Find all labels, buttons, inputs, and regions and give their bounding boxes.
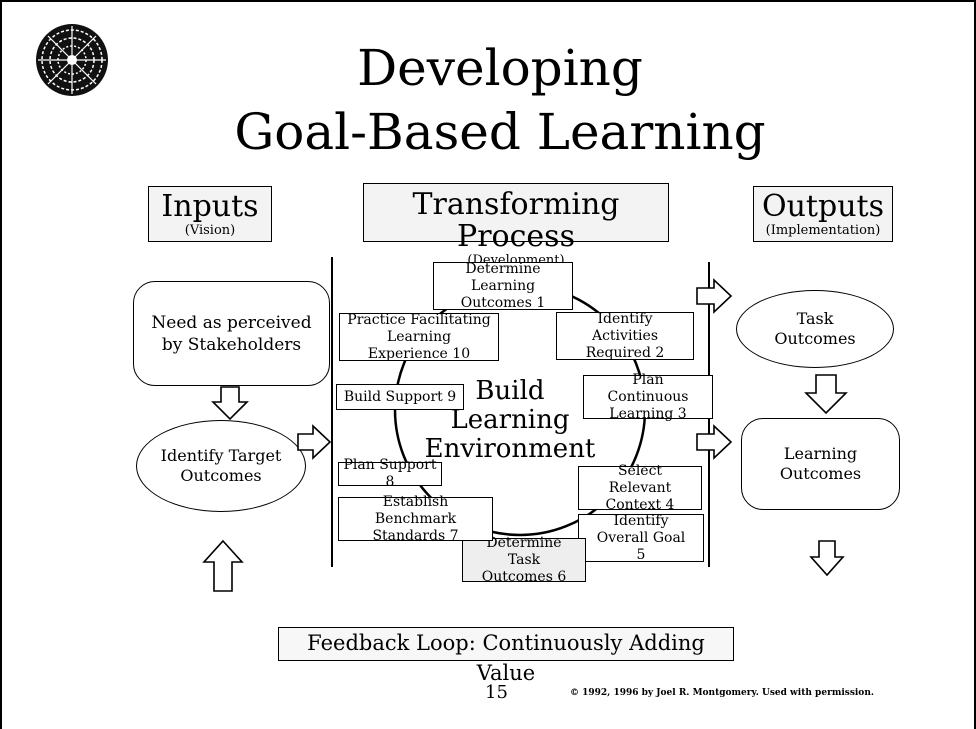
- step-6-box: Determine Task Outcomes 6: [462, 535, 586, 585]
- logo-seal-icon: [36, 24, 108, 96]
- right-arrow-icon: [696, 424, 733, 460]
- left-divider-line: [331, 257, 333, 567]
- right-arrow-icon: [696, 278, 733, 314]
- task-outcomes-ellipse: Task Outcomes: [736, 290, 894, 368]
- need-perceived-box: Need as perceived by Stakeholders: [133, 281, 330, 386]
- outputs-header: Outputs (Implementation): [753, 186, 893, 242]
- title-line-2: Goal-Based Learning: [234, 103, 766, 161]
- step-9-box: Build Support 9: [336, 384, 464, 410]
- step-4-box: Select Relevant Context 4: [578, 463, 702, 513]
- frame-right-border: [974, 0, 976, 729]
- learning-outcomes-box: Learning Outcomes: [741, 418, 900, 510]
- step-5-box: Identify Overall Goal 5: [578, 513, 704, 563]
- down-arrow-icon: [211, 386, 249, 421]
- identify-target-ellipse: Identify Target Outcomes: [136, 420, 306, 512]
- inputs-header-label: Inputs: [161, 189, 259, 224]
- frame-top-border: [0, 0, 976, 2]
- center-label-line-3: Environment: [424, 434, 596, 464]
- step-10-box: Practice Facilitating Learning Experienc…: [339, 312, 499, 362]
- step-7-box: Establish Benchmark Standards 7: [338, 494, 493, 544]
- copyright-notice: © 1992, 1996 by Joel R. Montgomery. Used…: [570, 688, 874, 698]
- center-label-line-1: Build: [475, 376, 545, 406]
- up-arrow-icon: [202, 539, 244, 592]
- inputs-header: Inputs (Vision): [148, 186, 272, 242]
- down-arrow-icon: [804, 374, 848, 415]
- right-arrow-icon: [297, 424, 332, 460]
- step-8-box: Plan Support 8: [338, 457, 442, 490]
- page-number: 15: [485, 682, 508, 703]
- process-header: Transforming Process (Development): [363, 183, 669, 268]
- outputs-header-label: Outputs: [762, 189, 884, 224]
- title-line-1: Developing: [357, 39, 643, 97]
- frame-left-border: [0, 0, 2, 729]
- outputs-header-sub: (Implementation): [765, 223, 881, 238]
- down-arrow-icon: [809, 540, 845, 577]
- center-label-line-2: Learning: [450, 405, 570, 435]
- step-3-box: Plan Continuous Learning 3: [583, 372, 713, 422]
- step-2-box: Identify Activities Required 2: [556, 311, 694, 361]
- process-header-label: Transforming Process: [412, 187, 620, 254]
- inputs-header-sub: (Vision): [184, 223, 236, 238]
- step-1-box: Determine Learning Outcomes 1: [433, 261, 573, 311]
- feedback-loop-banner: Feedback Loop: Continuously Adding Value: [278, 627, 734, 685]
